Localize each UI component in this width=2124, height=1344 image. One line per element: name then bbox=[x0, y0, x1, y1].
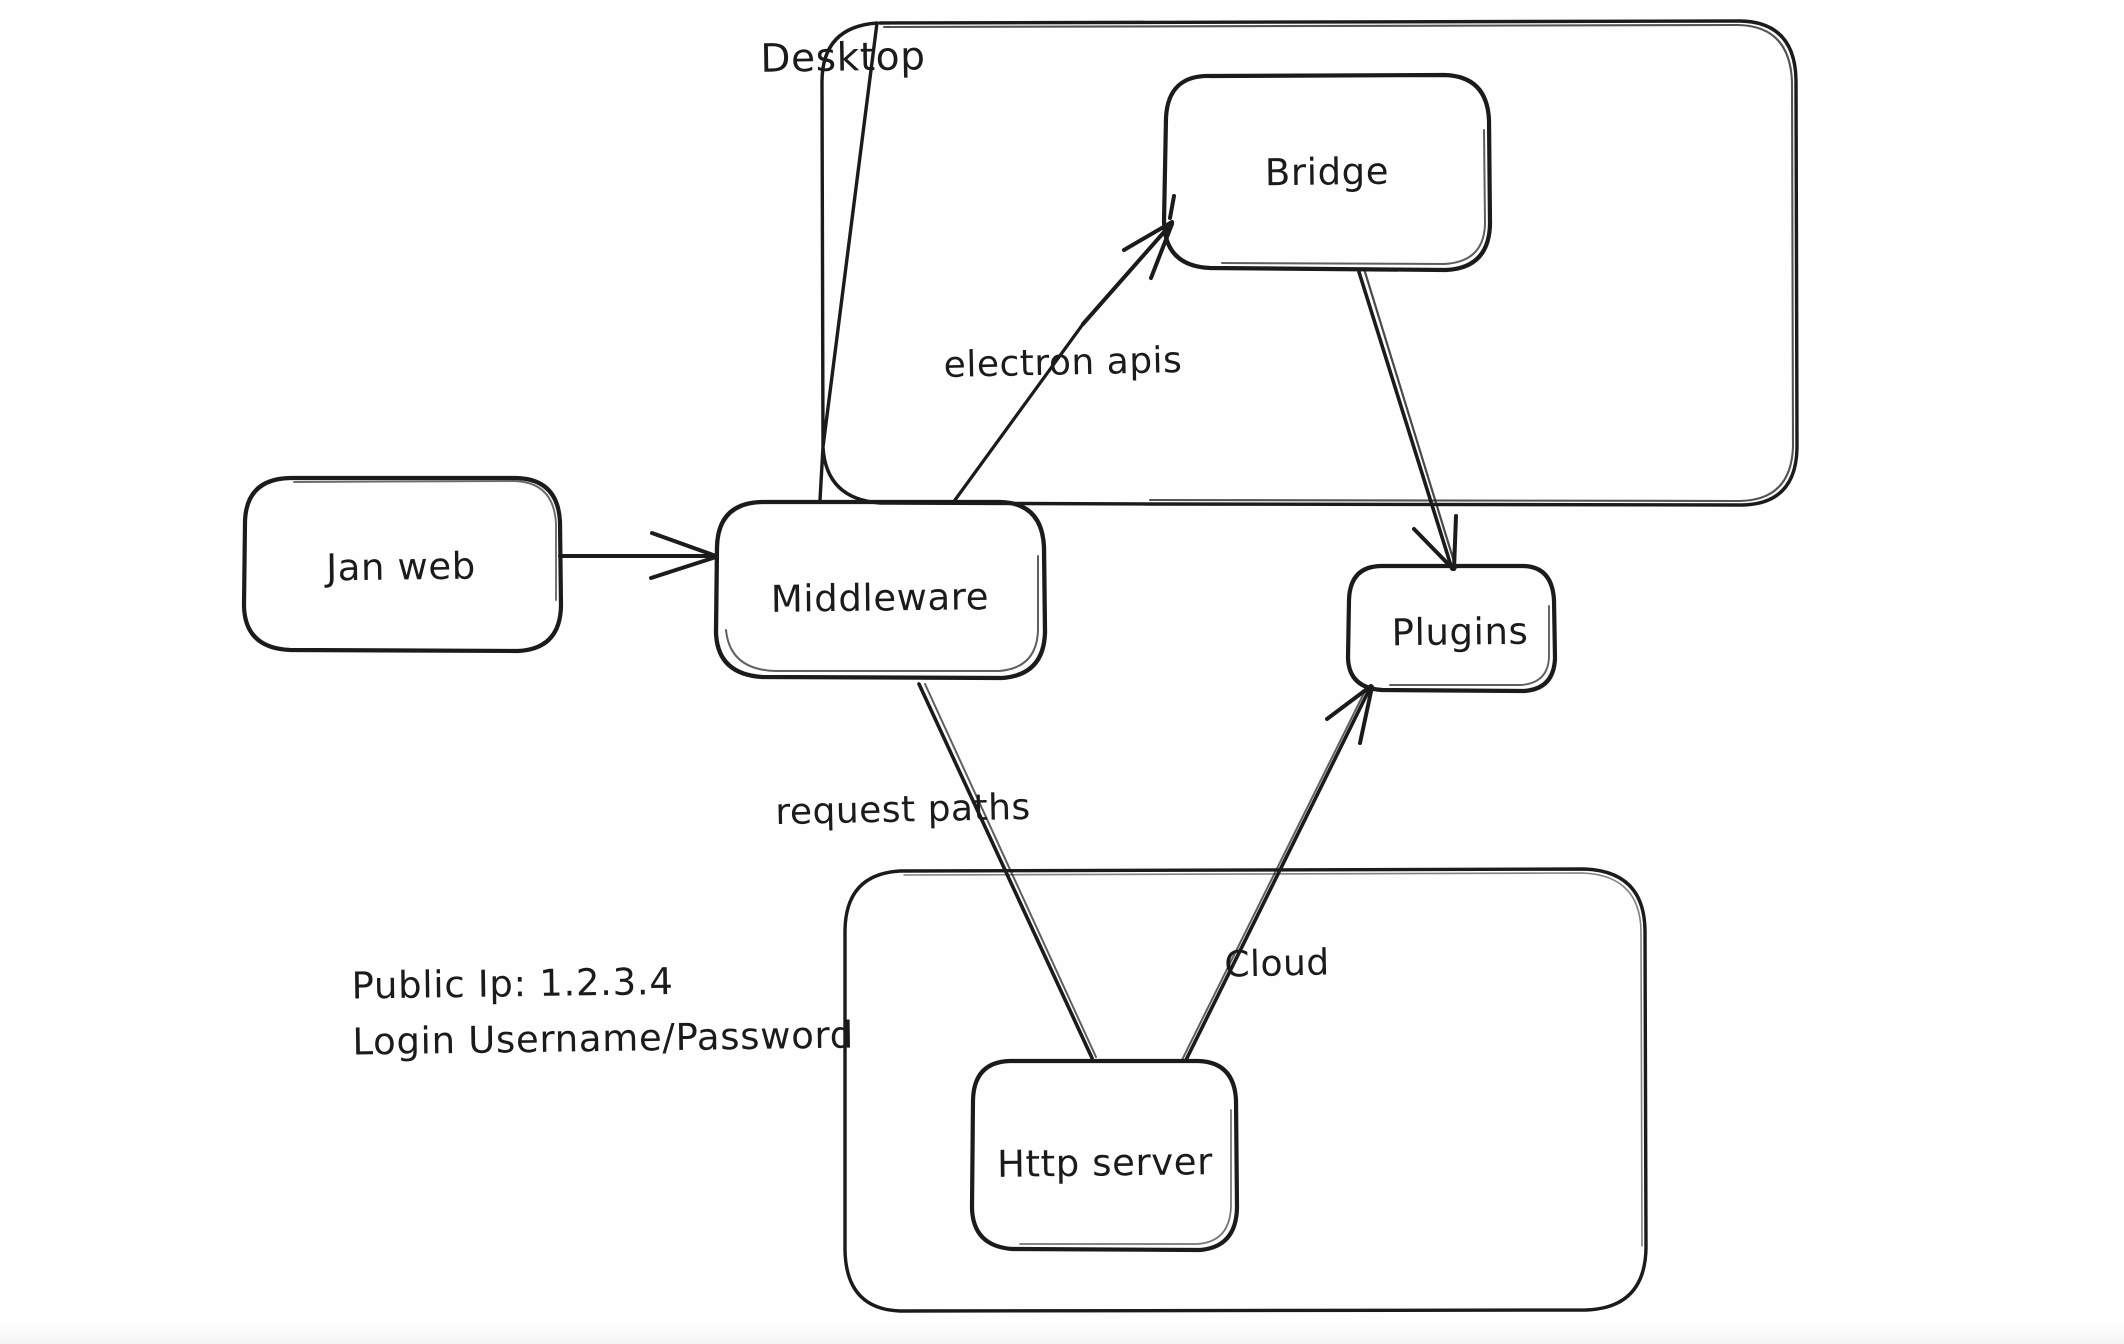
node-label-http-server[interactable]: Http server bbox=[996, 1140, 1214, 1186]
annotation-login-credentials: Login Username/Password bbox=[352, 1013, 855, 1064]
annotation-note: Public Ip: 1.2.3.4 Login Username/Passwo… bbox=[351, 952, 854, 1071]
node-bridge-outline bbox=[1161, 72, 1493, 273]
edge-middleware-to-http-server bbox=[917, 682, 1097, 1060]
edge-label-request-paths: request paths bbox=[774, 786, 1032, 834]
node-jan-web-outline bbox=[241, 475, 564, 654]
node-middleware-outline bbox=[713, 499, 1048, 681]
edge-http-server-to-plugins bbox=[1181, 684, 1374, 1062]
node-plugins-outline bbox=[1345, 563, 1558, 694]
edge-bridge-to-plugins bbox=[1357, 270, 1458, 571]
group-desktop-outline bbox=[818, 19, 1799, 507]
annotation-public-ip: Public Ip: 1.2.3.4 bbox=[351, 960, 674, 1008]
group-cloud-outline bbox=[843, 867, 1648, 1313]
edge-middleware-to-bridge bbox=[953, 194, 1176, 502]
edge-label-cloud: Cloud bbox=[1223, 942, 1331, 986]
edge-label-electron-apis: electron apis bbox=[943, 340, 1183, 386]
node-label-bridge[interactable]: Bridge bbox=[1264, 149, 1390, 195]
node-label-middleware[interactable]: Middleware bbox=[770, 575, 990, 621]
group-label-desktop: Desktop bbox=[760, 34, 926, 82]
edge-jan-web-to-middleware bbox=[558, 531, 718, 580]
node-http-server-outline bbox=[969, 1058, 1240, 1253]
node-label-plugins[interactable]: Plugins bbox=[1391, 609, 1529, 655]
node-label-jan-web[interactable]: Jan web bbox=[325, 544, 477, 590]
